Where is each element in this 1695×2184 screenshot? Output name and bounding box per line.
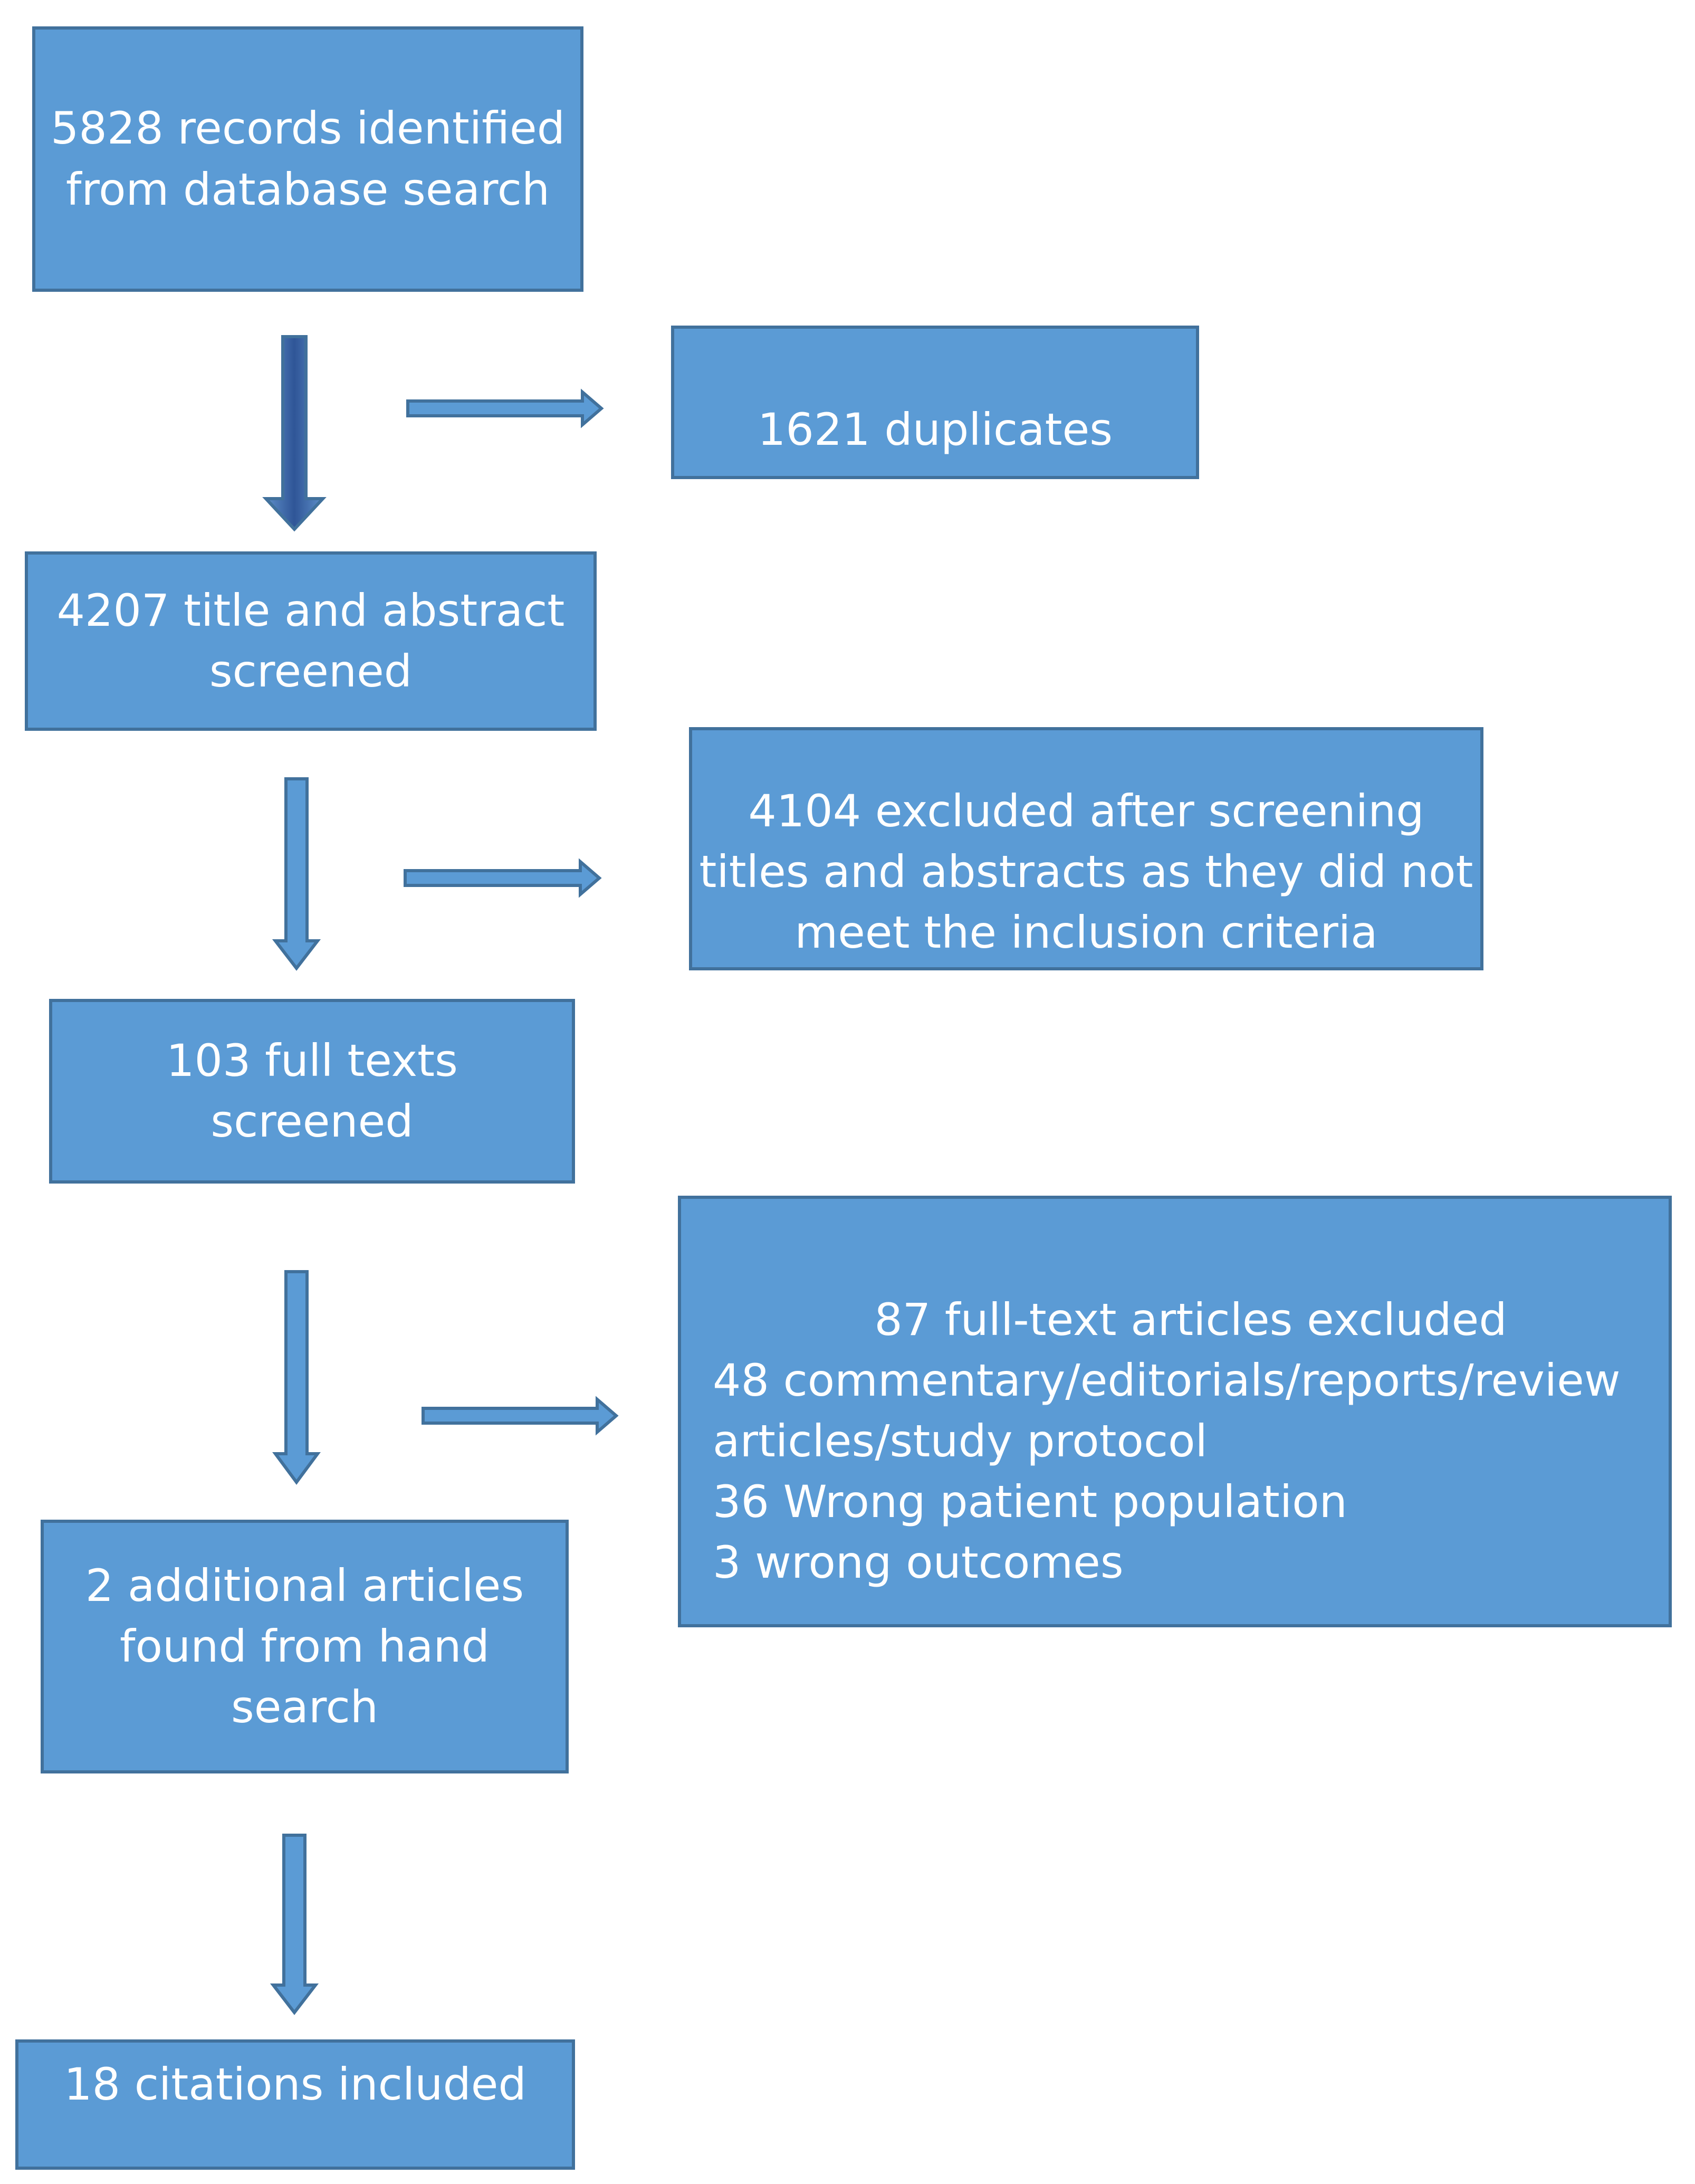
node-text-line: screened [210,1095,414,1147]
down-arrow-2 [272,777,321,971]
right-arrow-excluded [404,858,602,898]
node-text-line: meet the inclusion criteria [794,906,1378,958]
exclusion-reason: 48 commentary/editorials/reports/review [713,1355,1621,1407]
exclusion-reason: articles/study protocol [713,1415,1208,1467]
excluded-title-abstract-box: 4104 excluded after screening titles and… [689,727,1483,970]
node-text-line: 18 citations included [64,2058,526,2110]
fulltext-excluded-box: 87 full-text articles excluded 48 commen… [678,1196,1672,1627]
node-text-line: 1621 duplicates [757,403,1113,455]
node-text-line: search [231,1681,379,1733]
down-arrow-3 [272,1270,321,1485]
node-text-line: from database search [65,163,550,215]
node-text-line: 5828 records identified [50,102,566,155]
full-texts-screened-box: 103 full texts screened [49,999,575,1184]
node-text-line: 4207 title and abstract [56,584,565,636]
right-arrow-duplicates [406,388,604,428]
hand-search-box: 2 additional articles found from hand se… [41,1520,569,1773]
exclusion-reason: 3 wrong outcomes [713,1537,1124,1589]
title-abstract-screened-box: 4207 title and abstract screened [25,551,597,731]
down-arrow-4 [270,1834,319,2015]
records-identified-box: 5828 records identified from database se… [32,26,583,292]
down-arrow-1 [262,335,327,532]
node-text-line: 2 additional articles [85,1559,524,1611]
node-text-line: 4104 excluded after screening [748,785,1424,837]
node-text-line: found from hand [120,1620,490,1672]
exclusion-reason: 36 Wrong patient population [713,1476,1347,1528]
right-arrow-fulltext-excluded [422,1396,619,1436]
citations-included-box: 18 citations included [15,2039,575,2170]
node-text-line: 103 full texts [166,1034,458,1086]
node-text-line: screened [209,645,413,697]
exclusion-heading: 87 full-text articles excluded [874,1294,1507,1346]
duplicates-box: 1621 duplicates [671,326,1199,479]
node-text-line: titles and abstracts as they did not [699,845,1473,898]
